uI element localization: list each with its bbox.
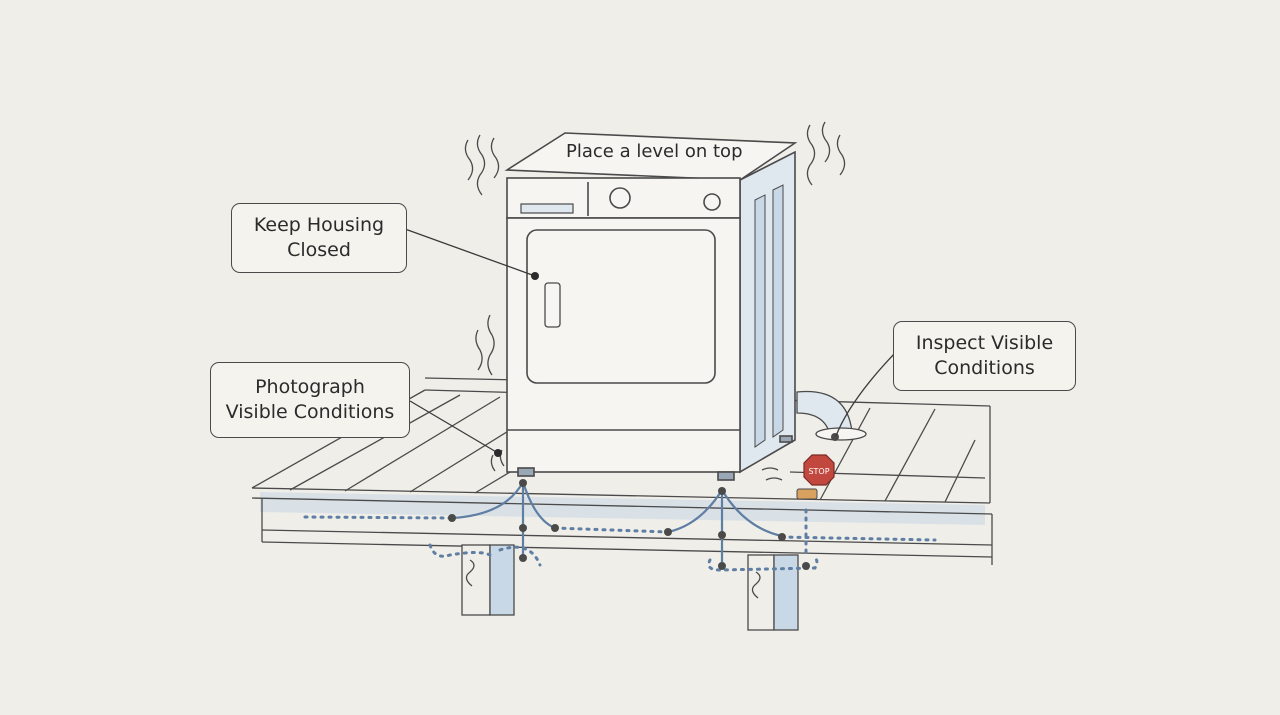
stop-sign: STOP <box>796 454 835 500</box>
housing-anchor <box>531 272 539 280</box>
vibration-dotted <box>303 508 937 572</box>
vibration-nodes <box>448 433 839 570</box>
callout-line: Inspect Visible <box>915 332 1054 354</box>
floor-joists <box>461 544 799 631</box>
floor-planks <box>251 377 991 504</box>
level-label: Place a level on top <box>566 141 743 162</box>
callout-leaders <box>404 228 897 454</box>
callout-line: Photograph <box>255 376 365 398</box>
callout-line: Conditions <box>934 357 1035 379</box>
callout-keep-housing-closed: Keep Housing Closed <box>231 203 407 273</box>
floor-beam <box>251 497 993 565</box>
callout-photograph-visible-conditions: Photograph Visible Conditions <box>210 362 410 438</box>
photograph-anchor <box>494 449 502 457</box>
floor-shadow <box>260 492 985 525</box>
callout-inspect-visible-conditions: Inspect Visible Conditions <box>893 321 1076 391</box>
dryer-body <box>504 132 798 481</box>
callout-line: Keep Housing <box>253 214 385 236</box>
callout-line: Visible Conditions <box>225 401 395 423</box>
stop-sign-text: STOP <box>808 467 829 476</box>
vibration-paths <box>451 481 783 565</box>
vent-duct <box>796 390 867 441</box>
vibration-marks <box>464 121 846 481</box>
callout-line: Closed <box>287 239 351 261</box>
